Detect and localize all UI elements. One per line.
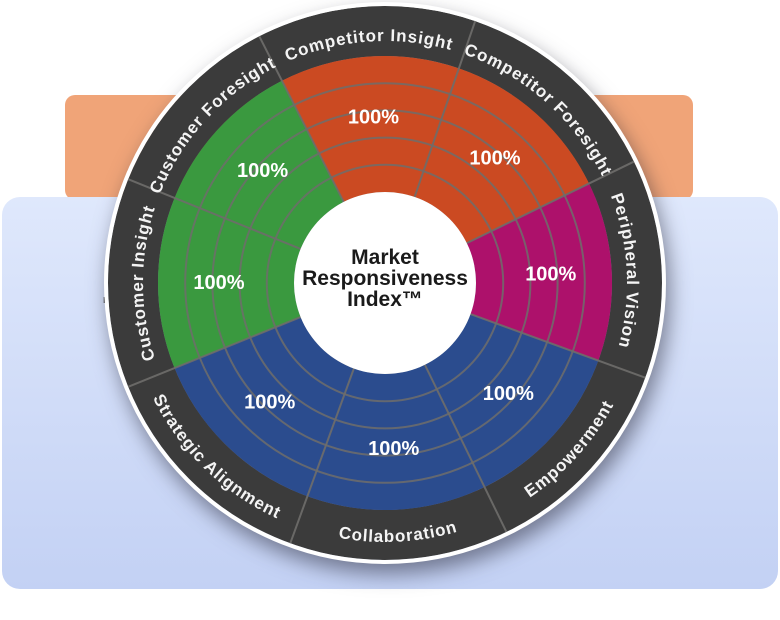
grid-ring (184, 82, 586, 484)
segment-divider (470, 313, 646, 379)
grid-ring (211, 109, 559, 457)
center-hub (294, 192, 476, 374)
segment-divider (127, 178, 302, 250)
wheel-rim (104, 2, 666, 564)
value-label-strategic-alignment: 100% (244, 391, 295, 413)
wheel-center-title-line-3: Index™ (347, 288, 423, 311)
value-label-collaboration: 100% (368, 438, 419, 460)
segment-peripheral-vision (466, 183, 613, 361)
grid-ring (265, 163, 505, 403)
wheel-center-title-line-1: Market (351, 246, 419, 269)
grid-ring (238, 136, 532, 430)
segment-customer-insight (157, 197, 301, 369)
value-label-peripheral-vision: 100% (525, 263, 576, 285)
segment-divider (289, 368, 355, 544)
segment-divider (423, 364, 508, 533)
value-label-empowerment: 100% (483, 383, 534, 405)
value-label-competitor-foresight: 100% (469, 148, 520, 170)
value-label-customer-foresight: 100% (237, 160, 288, 182)
segment-collaboration (307, 364, 485, 511)
segment-divider (127, 316, 302, 388)
value-label-competitor-insight: 100% (348, 106, 399, 128)
outer-ring (108, 6, 662, 560)
wheel-center-title-line-2: Responsiveness (302, 267, 468, 290)
segment-divider (258, 35, 345, 203)
segment-divider (466, 160, 635, 245)
segment-divider (413, 20, 477, 198)
value-label-customer-insight: 100% (193, 272, 244, 294)
